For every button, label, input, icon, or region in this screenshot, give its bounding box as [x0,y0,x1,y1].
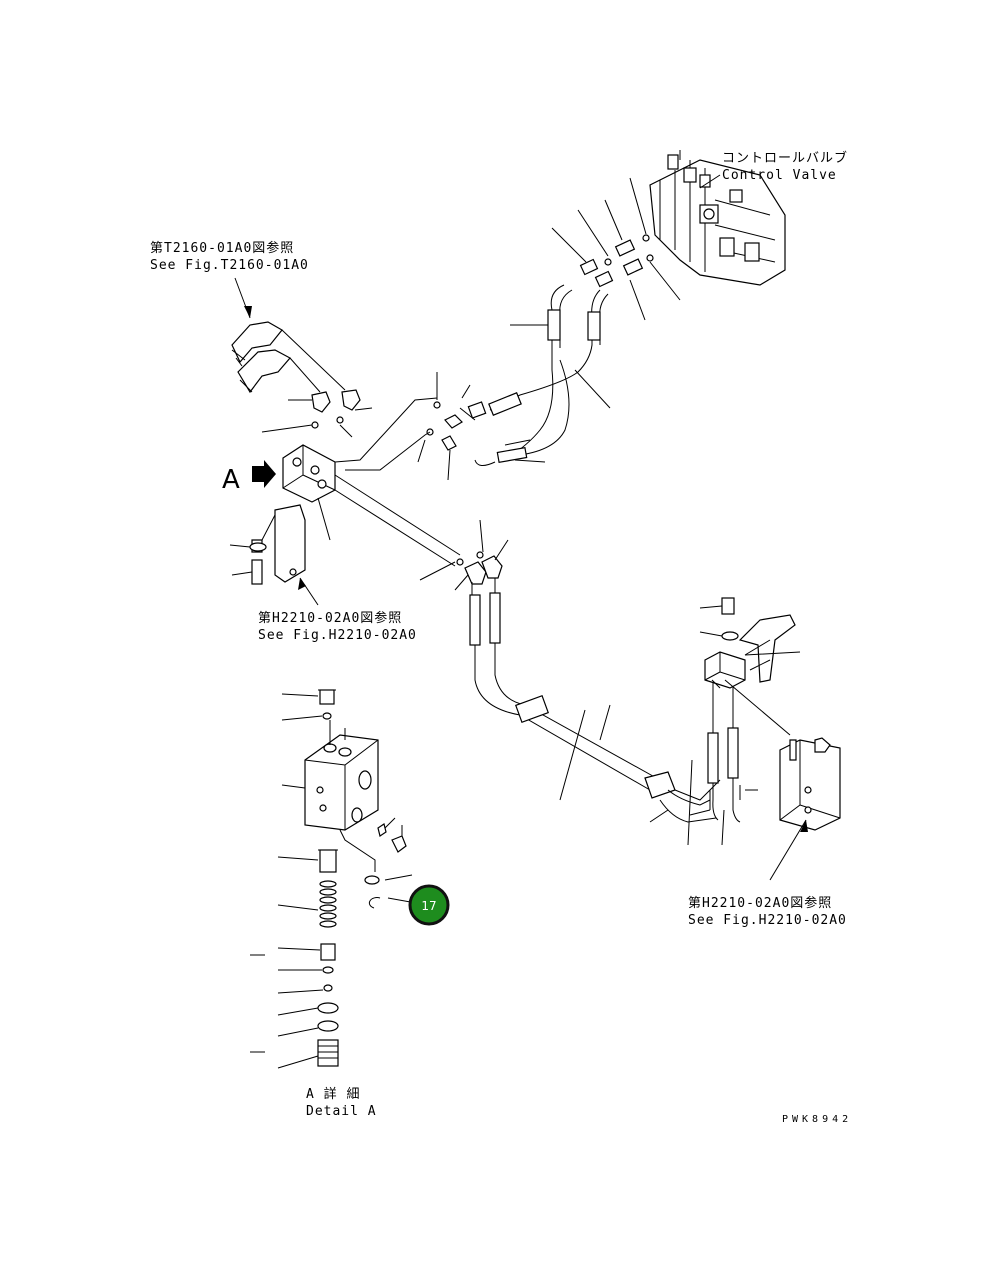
hoses-right [707,680,758,823]
hoses-upper [467,284,609,466]
detail-a-exploded-view [304,689,407,1067]
hose-lower-main [474,643,721,823]
ref-t2160-label-jp: 第T2160-01A0図参照 [150,240,294,256]
block-a-assembly [282,397,461,567]
upper-left-fittings [231,321,361,429]
ref-h2210-right-label-en: See Fig.H2210-02A0 [688,913,847,928]
callout-badge-number: 17 [421,899,436,913]
detail-a-label-jp: A 詳 細 [306,1086,360,1102]
callout-badge-17[interactable]: 17 [408,884,450,926]
bracket-left [249,504,306,585]
ref-t2160-label-en: See Fig.T2160-01A0 [150,258,309,273]
drawing-code: PWK8942 [782,1114,852,1125]
callout-badge-circle [408,884,450,926]
detail-a-label-en: Detail A [306,1104,377,1119]
center-fittings [417,372,471,481]
ref-h2210-left-label-jp: 第H2210-02A0図参照 [258,610,402,626]
control-valve-label-en: Control Valve [722,168,837,183]
ref-h2210-left-label-en: See Fig.H2210-02A0 [258,628,417,643]
view-marker-a: A [222,465,240,495]
control-valve-label-jp: コントロールバルブ [722,150,848,166]
ref-h2210-right-label-jp: 第H2210-02A0図参照 [688,895,832,911]
arrow-right-icon [252,460,276,488]
right-bracket-assembly [704,597,841,831]
center-elbows [456,551,503,646]
valve-fittings [579,234,654,288]
